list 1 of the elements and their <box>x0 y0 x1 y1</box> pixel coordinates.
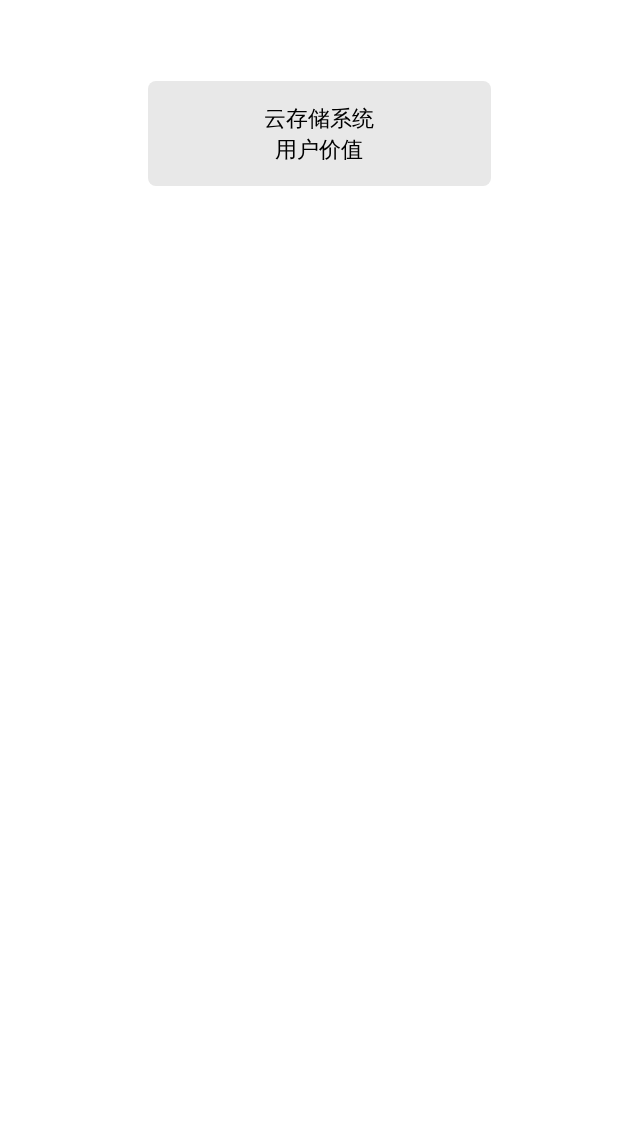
box-title: 云存储系统用户价值 <box>263 104 376 164</box>
